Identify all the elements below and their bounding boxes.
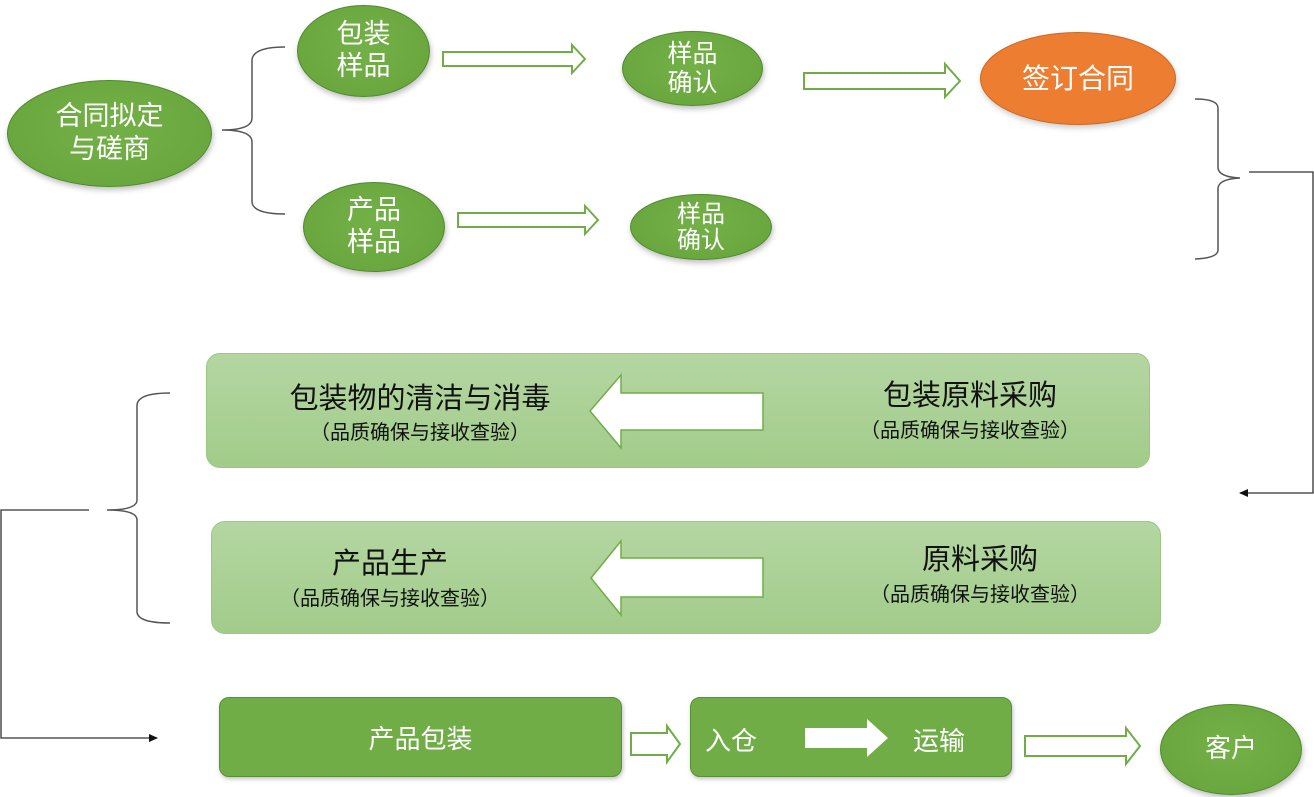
- step-raw-procurement[interactable]: 原料采购 （品质确保与接收查验）: [830, 534, 1130, 614]
- step-packaging-cleaning[interactable]: 包装物的清洁与消毒 （品质确保与接收查验）: [250, 370, 590, 455]
- node-packaging-sample-line1: 包装: [336, 18, 391, 50]
- step-packaging-procurement[interactable]: 包装原料采购 （品质确保与接收查验）: [820, 370, 1120, 450]
- step-product-packaging[interactable]: 产品包装: [219, 697, 622, 777]
- node-contract-drafting-line1: 合同拟定: [55, 101, 164, 133]
- node-contract-drafting-line2: 与磋商: [69, 133, 150, 165]
- node-sample-confirm-2-line1: 样品: [677, 199, 725, 228]
- hollow-arrow-confirm-to-contract: [803, 61, 962, 100]
- step-packaging-cleaning-sub: （品质确保与接收查验）: [310, 420, 530, 445]
- node-sample-confirm-2-line2: 确认: [677, 226, 725, 254]
- step-warehouse-label: 入仓: [705, 727, 758, 757]
- step-raw-procurement-sub: （品质确保与接收查验）: [870, 581, 1090, 606]
- hollow-arrow-packaging-to-warehouse: [630, 722, 682, 766]
- node-packaging-sample-line2: 样品: [336, 51, 391, 82]
- step-production-title: 产品生产: [331, 546, 448, 581]
- node-sample-confirm-1-line2: 确认: [667, 67, 718, 97]
- node-packaging-sample[interactable]: 包装 样品: [297, 5, 430, 97]
- step-raw-procurement-title: 原料采购: [921, 542, 1038, 577]
- node-customer[interactable]: 客户: [1160, 704, 1302, 795]
- hollow-arrow-transport-to-customer: [1024, 725, 1142, 767]
- step-production[interactable]: 产品生产 （品质确保与接收查验）: [240, 537, 540, 619]
- step-packaging-procurement-title: 包装原料采购: [882, 378, 1057, 413]
- brace-top-left: [221, 46, 286, 215]
- brace-top-right: [1194, 98, 1241, 260]
- node-sample-confirm-1[interactable]: 样品 确认: [622, 31, 763, 106]
- node-product-sample-line1: 产品: [347, 194, 401, 226]
- node-sample-confirm-1-line1: 样品: [667, 38, 718, 68]
- step-product-packaging-label: 产品包装: [368, 724, 473, 755]
- step-packaging-procurement-sub: （品质确保与接收查验）: [860, 417, 1080, 442]
- connector-production-to-packaging: [0, 509, 158, 742]
- node-sign-contract[interactable]: 签订合同: [980, 32, 1176, 125]
- node-contract-drafting[interactable]: 合同拟定 与磋商: [7, 80, 212, 187]
- connector-contract-to-procurement: [1239, 171, 1314, 497]
- hollow-arrow-packaging-to-confirm: [442, 42, 587, 76]
- node-sample-confirm-2[interactable]: 样品 确认: [630, 194, 772, 260]
- node-product-sample[interactable]: 产品 样品: [303, 182, 445, 272]
- hollow-arrow-product-to-confirm: [457, 203, 600, 237]
- step-transport-label: 运输: [913, 727, 966, 757]
- step-production-sub: （品质确保与接收查验）: [280, 585, 500, 610]
- node-product-sample-line2: 样品: [347, 227, 401, 258]
- node-sign-contract-label: 签订合同: [1021, 61, 1134, 95]
- brace-middle-left: [106, 392, 171, 624]
- step-packaging-cleaning-title: 包装物的清洁与消毒: [289, 380, 551, 415]
- node-customer-label: 客户: [1204, 733, 1257, 764]
